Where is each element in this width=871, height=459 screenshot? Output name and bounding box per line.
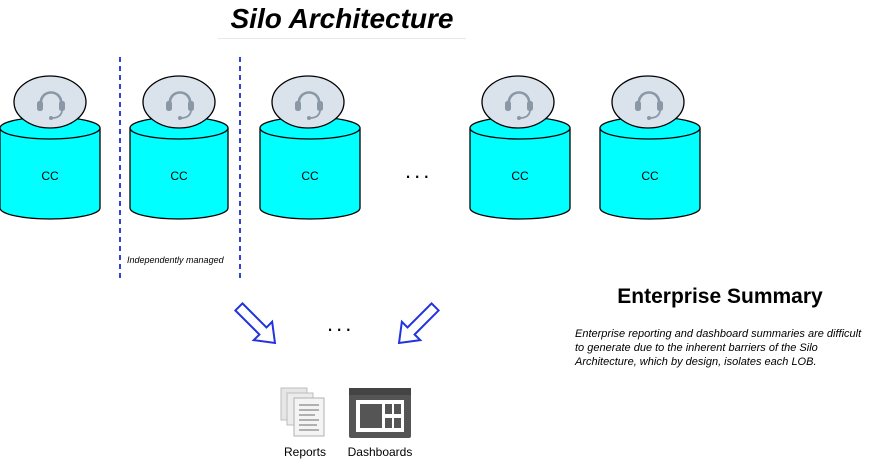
dashboards-label: Dashboards [348,445,413,459]
dashboards-icon [349,388,411,438]
down-right-arrow-icon [233,301,277,345]
silo-cylinder: CC [129,116,229,220]
silo-label: CC [301,169,319,183]
silo-label: CC [170,169,188,183]
summary-text: Enterprise reporting and dashboard summa… [575,328,862,368]
output-ellipsis: ... [327,311,354,336]
agent-bubble [611,75,685,129]
down-left-arrow-icon [397,301,441,345]
diagram-title: Silo Architecture [218,2,466,39]
silo-label: CC [41,169,59,183]
summary-heading: Enterprise Summary [617,285,823,308]
silo-label: CC [641,169,659,183]
reports-icon [280,387,325,437]
silo-label: CC [511,169,529,183]
silo-ellipsis: ... [405,158,432,183]
silo-caption: Independently managed [127,255,225,265]
agent-bubble [271,75,345,129]
silo-cylinder: CC [599,116,701,220]
silo-cylinder: CC [0,116,101,220]
silo-cylinder: CC [259,116,361,220]
reports-label: Reports [284,445,326,459]
agent-bubble [481,75,555,129]
agent-bubble [13,75,87,129]
agent-bubble [142,75,216,129]
silo-cylinder: CC [469,116,571,220]
